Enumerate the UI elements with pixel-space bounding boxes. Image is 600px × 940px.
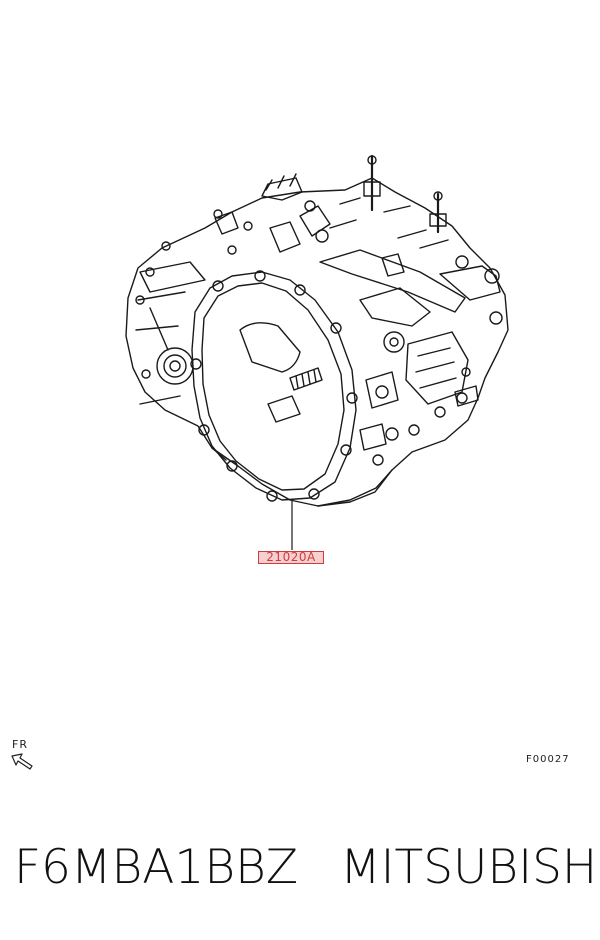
model-code: F6MBA1BBZ bbox=[14, 840, 299, 895]
footer-caption: F6MBA1BBZ MITSUBISHI bbox=[14, 838, 600, 898]
transmission-assembly-drawing bbox=[125, 154, 509, 507]
brand-name: MITSUBISHI bbox=[340, 840, 600, 895]
figure-code: F00027 bbox=[526, 754, 570, 765]
front-direction-arrow-icon bbox=[11, 753, 33, 770]
part-number-callout[interactable]: 21020A bbox=[258, 551, 324, 564]
front-direction-label: FR bbox=[12, 738, 28, 751]
